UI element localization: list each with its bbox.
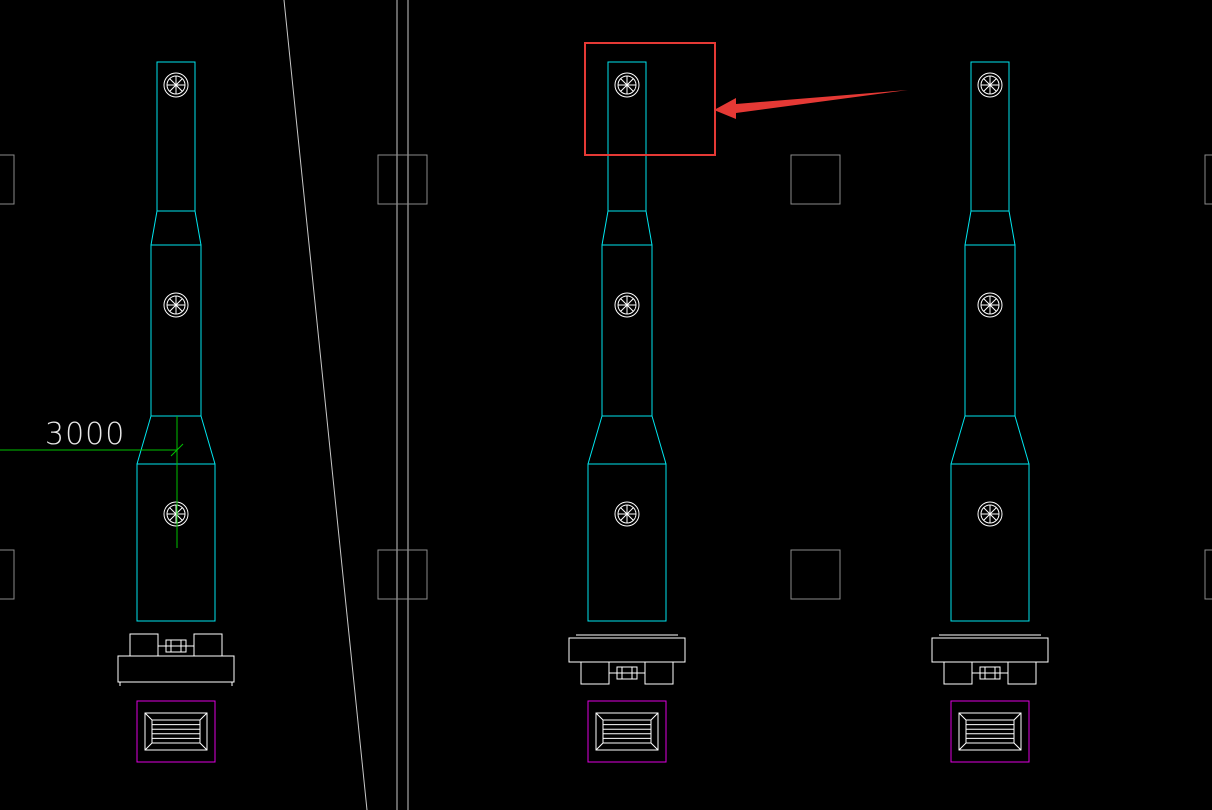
column-right-drain-grate-icon — [950, 700, 1030, 763]
dimension-value: 3000 — [45, 417, 125, 452]
column-middle-bolt-middle-icon — [614, 292, 640, 318]
ref-box-left-bottom — [0, 549, 15, 600]
column-right-bolt-bottom-icon — [977, 501, 1003, 527]
diagonal-grid-line — [283, 0, 368, 810]
ref-box-right-bottom — [1204, 549, 1212, 600]
column-right[interactable] — [931, 61, 1049, 763]
ref-box-mid-top — [790, 154, 841, 205]
highlight-box[interactable] — [584, 42, 716, 156]
column-left-base-equipment — [117, 633, 235, 686]
reference-boxes — [0, 154, 1212, 600]
column-right-base-equipment — [931, 634, 1049, 685]
column-left-drain-grate-icon — [136, 700, 216, 763]
ref-box-mid-bottom — [790, 549, 841, 600]
dimension-annotation: 3000 — [0, 416, 184, 548]
column-middle-drain-grate-icon — [587, 700, 667, 763]
column-middle-outline — [587, 61, 667, 622]
column-left-outline — [136, 61, 216, 622]
dimension-tick — [170, 443, 184, 457]
column-left[interactable] — [117, 61, 235, 763]
ref-box-grid-bottom — [377, 549, 428, 600]
column-middle[interactable] — [568, 61, 686, 763]
columns-layer — [117, 61, 1049, 763]
column-middle-bolt-top-icon — [614, 72, 640, 98]
column-right-bolt-middle-icon — [977, 292, 1003, 318]
ref-box-left-top — [0, 154, 15, 205]
ref-box-grid-top — [377, 154, 428, 205]
column-left-bolt-bottom-icon — [163, 501, 189, 527]
column-right-outline — [950, 61, 1030, 622]
ref-box-right-top — [1204, 154, 1212, 205]
column-middle-bolt-bottom-icon — [614, 501, 640, 527]
column-left-bolt-middle-icon — [163, 292, 189, 318]
column-right-bolt-top-icon — [977, 72, 1003, 98]
column-middle-base-equipment — [568, 634, 686, 685]
column-left-bolt-top-icon — [163, 72, 189, 98]
arrow-left-icon — [714, 90, 908, 119]
